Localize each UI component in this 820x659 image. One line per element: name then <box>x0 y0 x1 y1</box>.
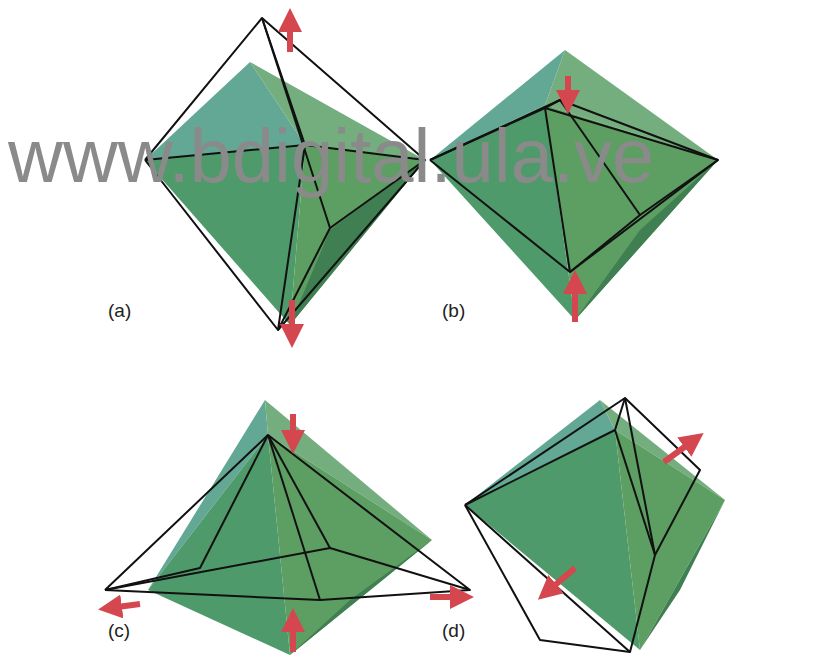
panel-label: (b) <box>442 300 465 322</box>
octahedron-c <box>105 400 470 655</box>
panel-label: (a) <box>108 300 131 322</box>
panel-label: (c) <box>108 620 130 642</box>
panel-label: (d) <box>442 620 465 642</box>
octahedron-d <box>465 398 725 652</box>
watermark: www.bdigital.ula.ve <box>8 112 654 199</box>
